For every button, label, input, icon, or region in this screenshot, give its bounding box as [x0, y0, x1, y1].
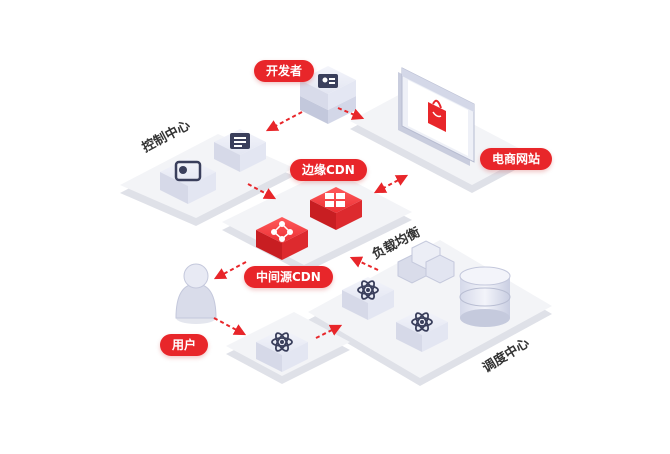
- ecommerce-monitor: [398, 67, 475, 166]
- person-card-icon: [318, 74, 338, 88]
- grid-icon: [325, 193, 345, 207]
- database-cylinder: [459, 266, 511, 327]
- arrow-dev-to-ecommerce: [337, 107, 365, 120]
- arrow-cube-to-dispatch: [315, 324, 343, 339]
- atom-icon: [271, 332, 293, 352]
- document-icon: [230, 133, 250, 149]
- shopping-bag-icon: [428, 99, 446, 132]
- dispatch-cube-bottom: [396, 309, 448, 352]
- flow-arrows: [213, 107, 409, 339]
- arrow-dev-to-control: [265, 111, 303, 132]
- arrow-origin-to-user: [213, 261, 247, 280]
- arrow-control-to-origin: [247, 183, 277, 200]
- atom-icon: [411, 312, 433, 332]
- edge-cdn-cube: [310, 187, 362, 230]
- label-ecommerce: 电商网站: [480, 148, 553, 170]
- origin-cdn-cube: [256, 217, 308, 260]
- label-developer: 开发者: [254, 60, 315, 82]
- label-edge-cdn: 边缘CDN: [290, 159, 367, 181]
- dispatch-cube-left: [342, 277, 394, 320]
- arrow-user-to-cube: [213, 317, 247, 336]
- control-cube-document: [214, 129, 266, 172]
- atom-icon: [357, 280, 379, 300]
- arrow-dispatch-to-origin: [349, 256, 379, 271]
- user-path-cube: [256, 329, 308, 372]
- user-figure: [175, 263, 217, 324]
- screen-gear-icon: [174, 160, 202, 182]
- arrow-edge-ecommerce: [373, 174, 409, 194]
- load-balance-hex-cluster: [397, 240, 455, 284]
- network-nodes-icon: [271, 221, 293, 242]
- label-user: 用户: [160, 334, 209, 356]
- developer-cube: [300, 66, 356, 124]
- control-cube-monitor: [160, 158, 216, 204]
- label-origin-cdn: 中间源CDN: [244, 266, 333, 288]
